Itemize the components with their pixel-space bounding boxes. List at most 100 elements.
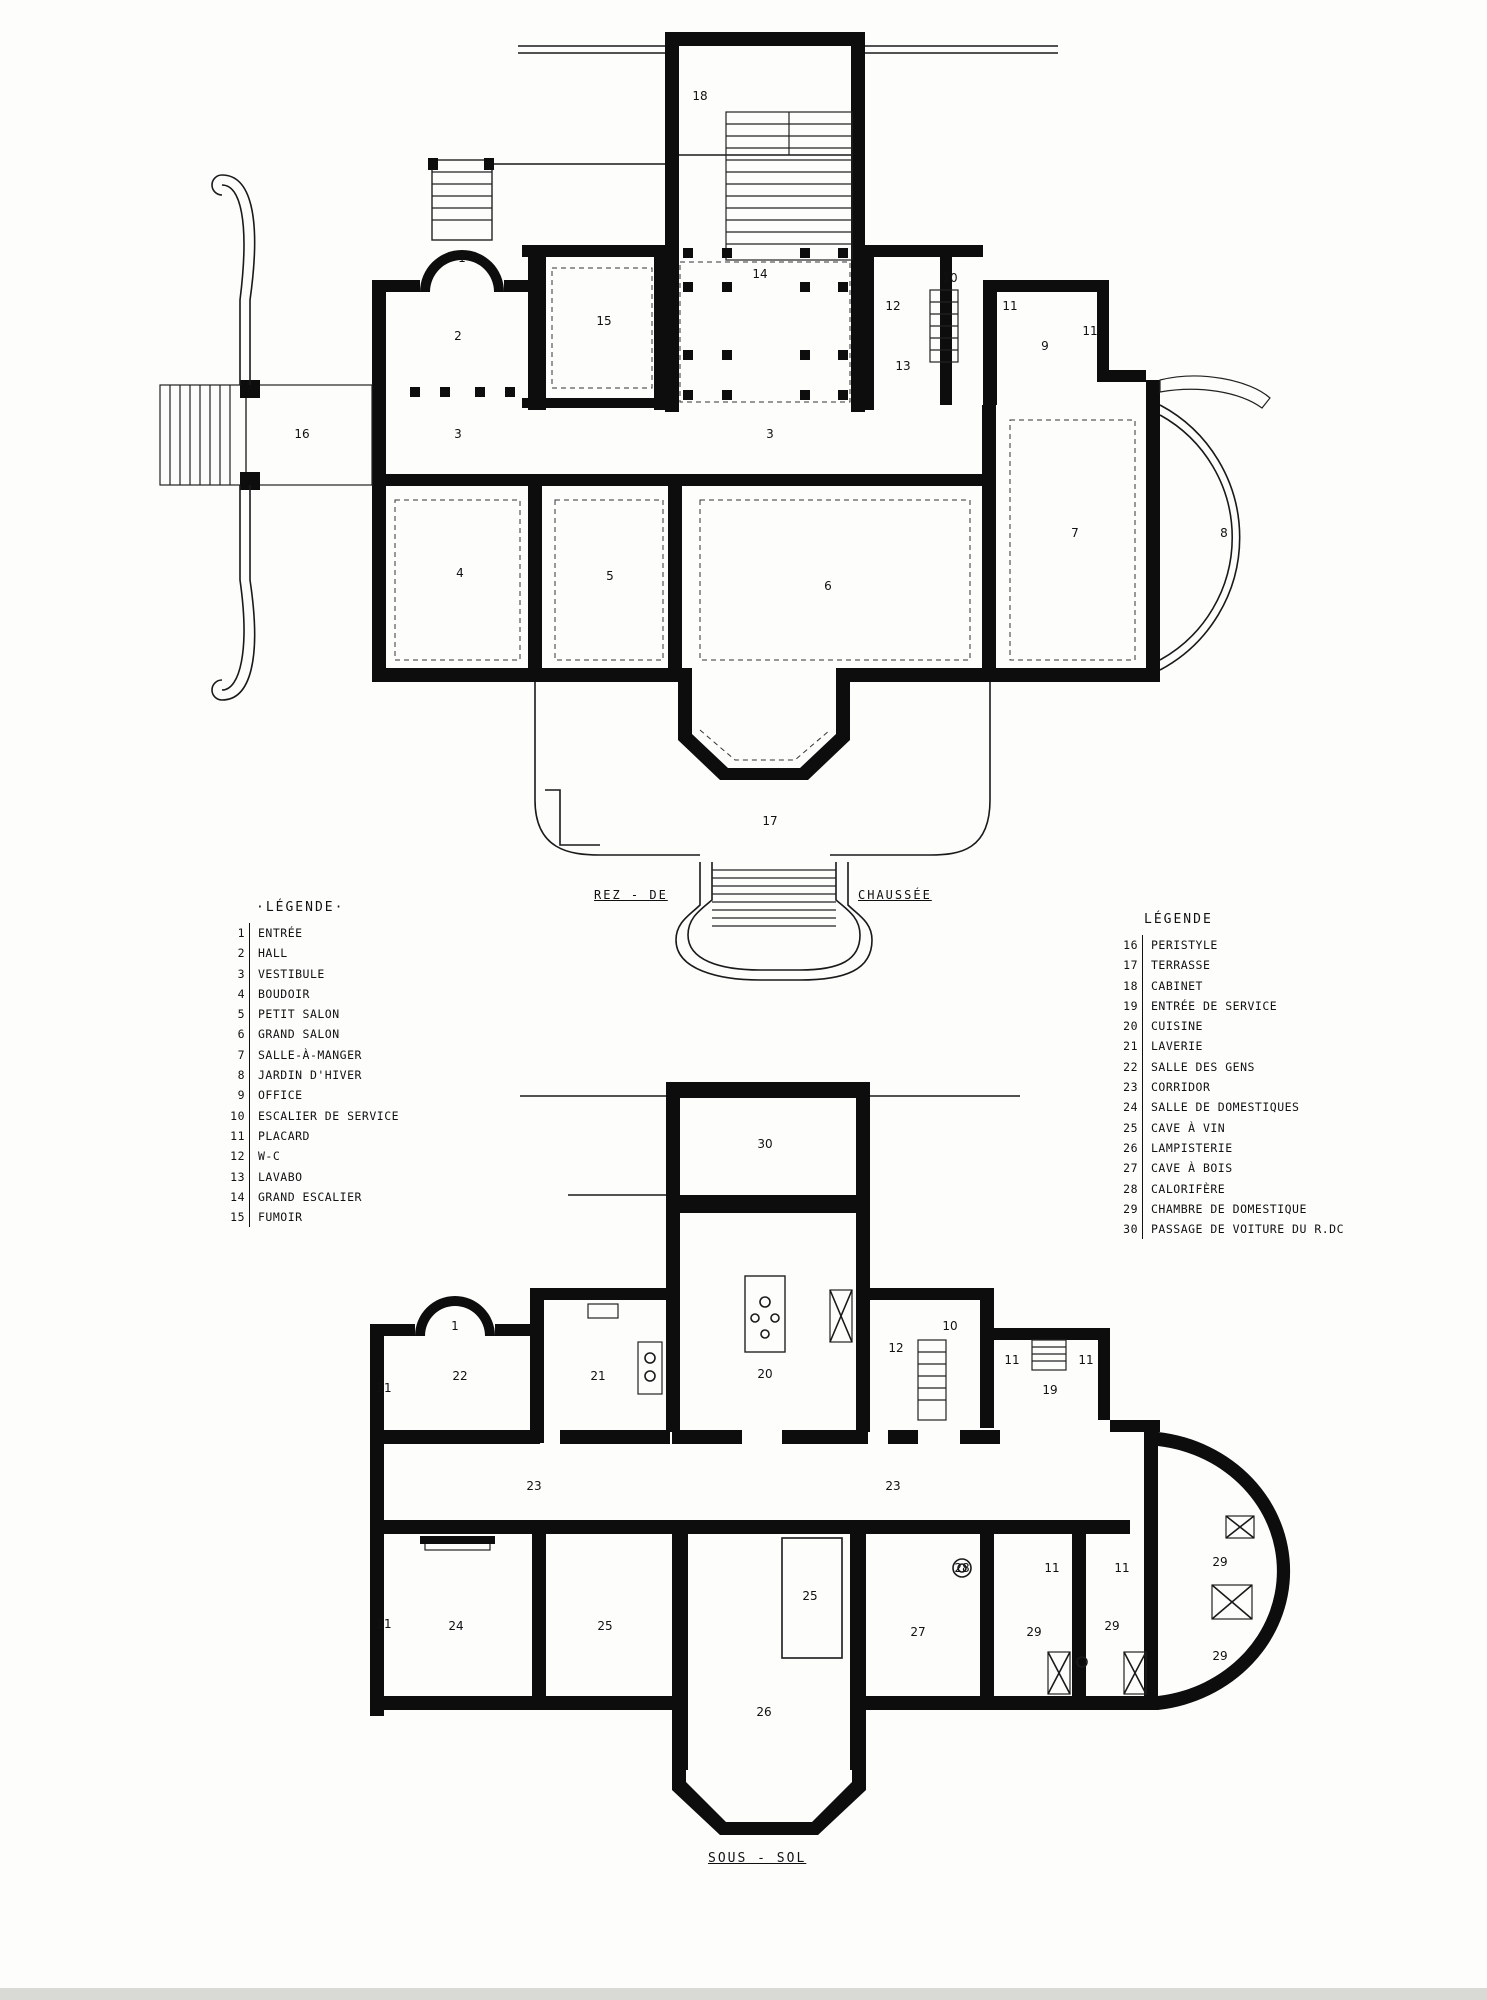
room-number-10: 10 (942, 271, 957, 285)
legend-left-title: ·LÉGENDE· (256, 900, 345, 915)
room-number-24: 24 (448, 1619, 463, 1633)
legend-label: ENTRÉE (258, 926, 303, 940)
legend-label: SALLE DES GENS (1151, 1059, 1255, 1074)
scan-edge (0, 1988, 1487, 2000)
legend-label: PERISTYLE (1151, 938, 1218, 952)
terrace-steps (675, 862, 873, 981)
legend-label: CALORIFÈRE (1151, 1181, 1226, 1196)
legend-number: 10 (230, 1108, 245, 1123)
room-number-29c: 29 (1212, 1555, 1227, 1569)
legend-label: SALLE-À-MANGER (258, 1047, 362, 1062)
room-number-4: 4 (456, 566, 464, 580)
room-number-19: 19 (1042, 1383, 1057, 1397)
legend-label: TERRASSE (1151, 958, 1211, 973)
room-number-17: 17 (762, 814, 777, 828)
legend-label: FUMOIR (258, 1210, 303, 1225)
room-number-1: 1 (458, 251, 466, 265)
legend-item: 14 GRAND ESCALIER (230, 1187, 399, 1207)
legend-label: PLACARD (258, 1128, 310, 1143)
room-number-25a: 25 (597, 1619, 612, 1633)
legend-label: GRAND ESCALIER (258, 1189, 362, 1204)
legend-number: 24 (1123, 1100, 1138, 1115)
legend-label: PETIT SALON (258, 1007, 340, 1022)
legend-number: 2 (237, 946, 245, 961)
legend-number: 12 (230, 1149, 245, 1164)
basement-number-11c: 11 (376, 1381, 391, 1395)
legend-number: 5 (237, 1007, 245, 1022)
legend-label: LAMPISTERIE (1151, 1140, 1233, 1155)
legend-label: CAVE À BOIS (1151, 1161, 1233, 1176)
legend-label: GRAND SALON (258, 1027, 340, 1042)
legend-label: PASSAGE DE VOITURE DU R.DC (1151, 1222, 1345, 1237)
room-number-18: 18 (692, 89, 707, 103)
legend-number: 27 (1123, 1161, 1138, 1176)
room-number-16: 16 (294, 427, 309, 441)
room-number-20: 20 (757, 1367, 772, 1381)
basement-number-11e: 11 (1114, 1561, 1129, 1575)
legend-label: BOUDOIR (258, 986, 310, 1001)
basement-number-11f: 11 (376, 1617, 391, 1631)
legend-number: 6 (237, 1027, 245, 1042)
ground-floor-plan: 18 1 2 15 14 12 10 11 11 9 13 16 3 3 4 5… (159, 32, 1271, 981)
room-number-3b: 3 (766, 427, 774, 441)
legend-item: 25 CAVE À VIN (1123, 1118, 1344, 1138)
legend-label: LAVABO (258, 1169, 303, 1184)
legend-item: 27 CAVE À BOIS (1123, 1158, 1344, 1178)
legend-number: 25 (1123, 1120, 1138, 1135)
legend-label: VESTIBULE (258, 966, 325, 981)
basement-number-11a: 11 (1004, 1353, 1019, 1367)
legend-label: CORRIDOR (1151, 1080, 1211, 1095)
legend-label: ESCALIER DE SERVICE (258, 1108, 400, 1123)
legend-number: 19 (1123, 998, 1138, 1013)
legend-item: 5 PETIT SALON (238, 1004, 399, 1024)
legend-number: 17 (1123, 958, 1138, 973)
legend-label: LAVERIE (1151, 1039, 1203, 1054)
room-number-11b: 11 (1082, 324, 1097, 338)
room-number-8: 8 (1220, 526, 1228, 540)
room-number-13: 13 (895, 359, 910, 373)
legend-right-title: LÉGENDE (1144, 912, 1213, 927)
basement-number-11b: 11 (1078, 1353, 1093, 1367)
room-number-2: 2 (454, 329, 462, 343)
room-number-23b: 23 (885, 1479, 900, 1493)
legend-number: 16 (1123, 938, 1138, 952)
legend-number: 8 (237, 1068, 245, 1083)
legend-label: HALL (258, 946, 288, 961)
room-number-25b: 25 (802, 1589, 817, 1603)
room-number-11a: 11 (1002, 299, 1017, 313)
room-number-26: 26 (756, 1705, 771, 1719)
basement-number-12: 12 (888, 1341, 903, 1355)
legend-item: 17 TERRASSE (1123, 955, 1344, 975)
kitchen-range (744, 1275, 786, 1353)
room-number-12: 12 (885, 299, 900, 313)
room-number-22: 22 (452, 1369, 467, 1383)
grand-staircase (725, 111, 853, 261)
legend-label: CAVE À VIN (1151, 1120, 1226, 1135)
room-number-9: 9 (1041, 339, 1049, 353)
legend-number: 9 (237, 1088, 245, 1103)
room-number-15: 15 (596, 314, 611, 328)
legend-number: 11 (230, 1128, 245, 1143)
legend-number: 20 (1123, 1019, 1138, 1034)
legend-number: 14 (230, 1189, 245, 1204)
legend-label: JARDIN D'HIVER (258, 1068, 362, 1083)
room-number-3a: 3 (454, 427, 462, 441)
basement-number-10: 10 (942, 1319, 957, 1333)
